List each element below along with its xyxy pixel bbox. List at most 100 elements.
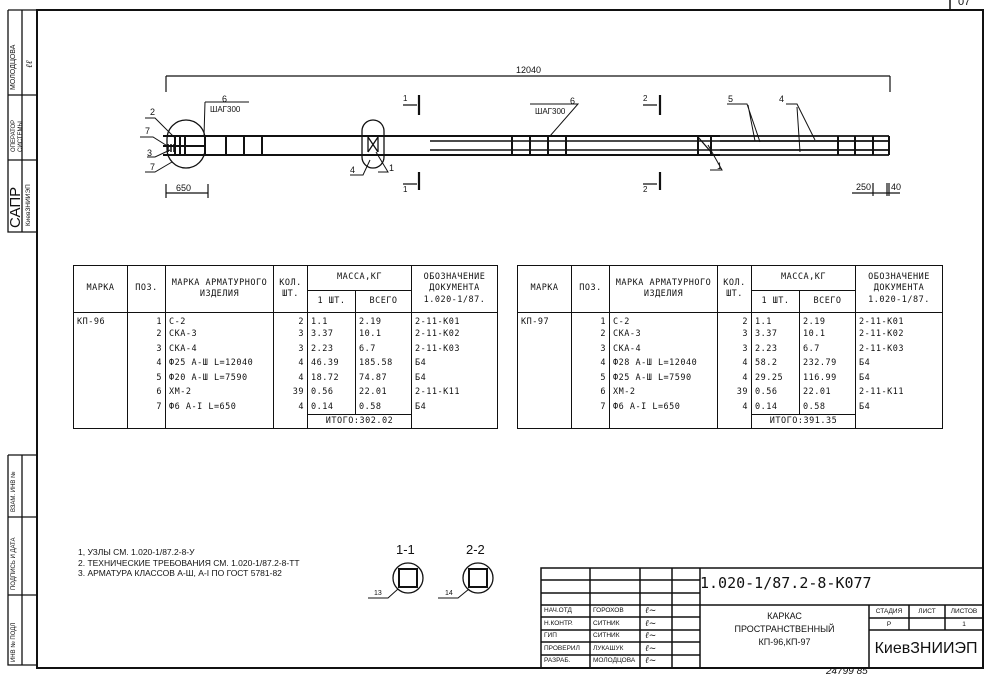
callout-7b: 7 (150, 162, 156, 172)
header-mark: МАРКА (517, 265, 572, 313)
cell: 3.37 (751, 327, 800, 342)
cell: 58.2 (751, 356, 800, 371)
cell: 3 (571, 341, 610, 356)
role-person: СИТНИК (593, 632, 620, 640)
cell: 2-11-К11 (855, 385, 943, 400)
cell: СКА-3 (165, 327, 274, 342)
cell: С-2 (609, 312, 718, 327)
cell-mark (73, 341, 128, 356)
cell: 6.7 (799, 341, 856, 356)
cell: Б4 (411, 356, 498, 371)
dimension-40: 40 (891, 182, 902, 192)
cell: 39 (273, 385, 308, 400)
section-mark-1-bottom: 1 (403, 185, 408, 194)
callout-5: 5 (728, 94, 734, 104)
stirrup-left-step: ШАГ300 (210, 105, 241, 114)
role-person: ЛУКАШУК (593, 644, 624, 652)
notes: 1, УЗЛЫ СМ. 1.020-1/87.2-8-У 2. ТЕХНИЧЕС… (78, 547, 300, 579)
sapr-org: КиевЗНИИЭП (25, 184, 32, 226)
cell: 232.79 (799, 356, 856, 371)
callout-1b: 1 (717, 161, 723, 171)
cell-mark (517, 399, 572, 414)
header-qty: КОЛ. ШТ. (273, 265, 308, 313)
side-field-signature-date: ПОДПИСЬ И ДАТА (11, 537, 17, 590)
cell: 6.7 (355, 341, 412, 356)
role-label: ПРОВЕРИЛ (544, 644, 580, 652)
cell: 2-11-К03 (411, 341, 498, 356)
sheets-value: 1 (962, 621, 966, 628)
cell: 46.39 (307, 356, 356, 371)
stage-value: Р (886, 621, 892, 628)
cell: 0.14 (307, 399, 356, 414)
operator-signature: ℓℓ (25, 60, 35, 69)
cell: 2.19 (355, 312, 412, 327)
cell: 4 (273, 356, 308, 371)
cell-mark: КП-96 (73, 312, 128, 327)
spec-table-kp97: МАРКА ПОЗ. МАРКА АРМАТУРНОГО ИЗДЕЛИЯ КОЛ… (517, 265, 943, 429)
cell-mark (73, 370, 128, 385)
cell: ХМ-2 (609, 385, 718, 400)
cell-mark (73, 385, 128, 400)
callout-3: 3 (147, 148, 153, 158)
cell: 0.58 (799, 399, 856, 414)
cell: 1 (127, 312, 166, 327)
cell: Ф6 А-I L=650 (609, 399, 718, 414)
section-1-1-title: 1-1 (396, 542, 415, 557)
cell-mark (517, 385, 572, 400)
cell-mark (73, 356, 128, 371)
cell: Б4 (855, 356, 943, 371)
end-dimension: 650 (176, 183, 192, 193)
cell: 4 (127, 356, 166, 371)
cell: 3.37 (307, 327, 356, 342)
cell: 6 (571, 385, 610, 400)
stage-label: СТАДИЯ (875, 608, 903, 615)
cell-mark (73, 399, 128, 414)
cell: 10.1 (799, 327, 856, 342)
cell: 2-11-К02 (411, 327, 498, 342)
cell: 3 (273, 327, 308, 342)
cell: СКА-3 (609, 327, 718, 342)
cell: 2-11-К02 (855, 327, 943, 342)
cell: ХМ-2 (165, 385, 274, 400)
role-label: Н.КОНТР. (544, 619, 573, 627)
cell: Ф20 А-Ш L=7590 (165, 370, 274, 385)
header-pos: ПОЗ. (127, 265, 166, 313)
cell: 22.01 (799, 385, 856, 400)
header-doc: ОБОЗНАЧЕНИЕ ДОКУМЕНТА 1.020-1/87. (411, 265, 498, 313)
cell: 185.58 (355, 356, 412, 371)
callout-1: 1 (389, 163, 395, 173)
cell: 116.99 (799, 370, 856, 385)
cell: СКА-4 (165, 341, 274, 356)
cell: Ф25 А-Ш L=7590 (609, 370, 718, 385)
cell: С-2 (165, 312, 274, 327)
role-label: ГИП (544, 632, 557, 640)
section-1-callout: 13 (374, 590, 382, 597)
dimension-250: 250 (856, 182, 872, 192)
cell-mark (517, 341, 572, 356)
header-mass: МАССА,КГ (307, 265, 412, 291)
cell: 3 (717, 341, 752, 356)
stirrup-left-pos: 6 (222, 94, 228, 104)
cell-mark: КП-97 (517, 312, 572, 327)
header-qty: КОЛ. ШТ. (717, 265, 752, 313)
signature: ℓ~ (645, 643, 657, 654)
header-mass: МАССА,КГ (751, 265, 856, 291)
cell-mark (517, 370, 572, 385)
role-person: СИТНИК (593, 619, 620, 627)
total-mass: ИТОГО:391.35 (751, 413, 856, 429)
cell: 1 (571, 312, 610, 327)
section-mark-2-bottom: 2 (643, 185, 648, 194)
cell: 4 (571, 356, 610, 371)
cell: 29.25 (751, 370, 800, 385)
cell: 5 (571, 370, 610, 385)
section-2-2-title: 2-2 (466, 542, 485, 557)
cell: Б4 (855, 399, 943, 414)
header-product-mark: МАРКА АРМАТУРНОГО ИЗДЕЛИЯ (165, 265, 274, 313)
cell: 7 (127, 399, 166, 414)
signature: ℓ~ (645, 631, 657, 642)
